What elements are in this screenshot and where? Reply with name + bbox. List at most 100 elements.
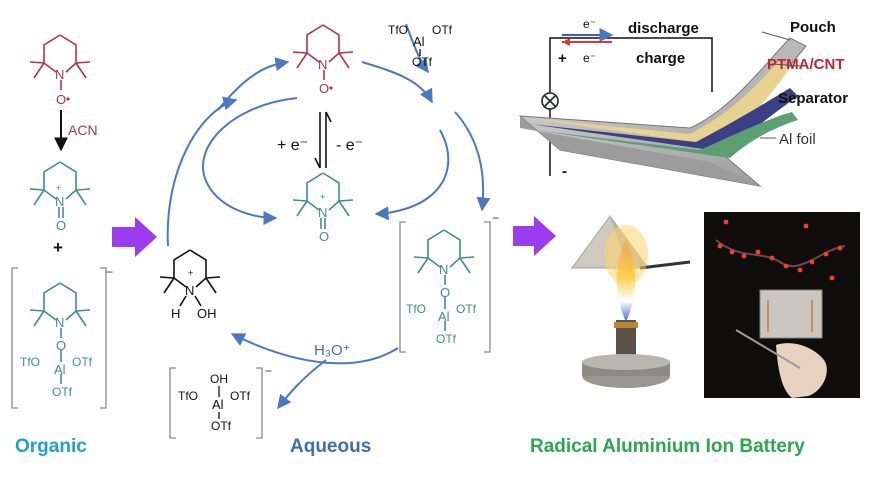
cycle-arrow (374, 129, 450, 221)
radical-dot (66, 97, 70, 101)
al-foil-label: Al foil (779, 131, 816, 148)
cycle-arrow (202, 97, 298, 225)
circuit-wire (549, 37, 713, 92)
n-atom: N (439, 262, 448, 277)
otf-ligand: OTf (456, 302, 477, 316)
battery-schematic: e⁻ e⁻ discharge charge + - Pouch PTMA/CN… (518, 17, 848, 187)
cycle-arrow (230, 333, 399, 365)
flame-test-photo (566, 212, 702, 398)
burner-tube (616, 320, 636, 360)
cycle-arrow (217, 57, 290, 111)
complex-charge: − (265, 364, 272, 378)
tfo-ligand: TfO (178, 389, 198, 403)
acn-label: ACN (68, 122, 98, 138)
al-atom: Al (212, 397, 224, 412)
leader-line (771, 63, 801, 67)
al-complex-aqueous: N O Al TfO OTf OTf − (399, 211, 499, 353)
aqueous-title: Aqueous (290, 436, 371, 457)
charge-arrowhead (562, 38, 570, 46)
al-atom: Al (413, 34, 425, 49)
plus-terminal: + (558, 50, 567, 67)
n-atom: N (185, 283, 194, 298)
burner-ring (614, 322, 638, 328)
organic-title: Organic (15, 436, 87, 457)
n-atom: N (55, 194, 64, 209)
leader-line (781, 96, 799, 99)
cation-charge: + (188, 268, 193, 278)
complex-charge: − (492, 211, 499, 225)
h-atom: H (171, 306, 180, 321)
led-demo-photo (704, 212, 860, 398)
tfo-ligand: TfO (406, 302, 426, 316)
o-atom: O (56, 218, 66, 233)
complex-charge: − (106, 265, 113, 279)
leader-line (761, 31, 791, 41)
tempo-radical-organic (29, 34, 91, 90)
purple-arrow-icon (513, 216, 556, 256)
hydroxylammonium (159, 249, 221, 307)
lamp-x-icon (543, 94, 557, 108)
oxidation-label: - e⁻ (336, 137, 363, 154)
n-atom: N (318, 57, 327, 72)
tfo-ligand: TfO (388, 23, 408, 37)
minus-terminal: - (562, 163, 567, 180)
ptma-layer (525, 62, 790, 146)
otf-ligand: OTf (432, 23, 453, 37)
tongs (639, 260, 691, 270)
cycle-arrow (166, 96, 238, 247)
flame (616, 238, 636, 322)
o-atom: O (440, 285, 450, 300)
battery-title: Radical Aluminium Ion Battery (530, 436, 805, 457)
al-hydroxy-complex: OH TfO Al OTf OTf − (169, 364, 272, 439)
aqueous-panel: N O + e⁻ - e⁻ + N O (159, 23, 499, 439)
electron-label: e⁻ (583, 51, 596, 65)
otf-ligand: OTf (72, 355, 93, 369)
cation-charge: + (320, 192, 325, 202)
o-atom: O (56, 338, 66, 353)
otf-ligand: OTf (52, 385, 73, 399)
al-triflate: TfO Al OTf OTf (388, 23, 453, 69)
oxoammonium-organic (29, 161, 91, 218)
burner-top (582, 354, 670, 370)
n-atom: N (55, 315, 64, 330)
o-atom: O (319, 81, 329, 96)
plus-sign: + (53, 238, 63, 257)
scissors (735, 329, 801, 369)
radical-dot (329, 86, 333, 90)
oh-group: OH (197, 306, 217, 321)
discharge-label: discharge (628, 20, 699, 37)
tfo-ligand: TfO (20, 355, 40, 369)
otf-ligand: OTf (436, 332, 457, 346)
organic-panel: N O ACN + N O + (11, 34, 113, 409)
al-foil-layer (534, 112, 798, 158)
cycle-arrow (277, 359, 327, 410)
pouch-label: Pouch (790, 19, 836, 36)
otf-ligand: OTf (412, 55, 433, 69)
n-atom: N (318, 205, 327, 220)
reduction-label: + e⁻ (277, 137, 308, 154)
acid-label: H₃O⁺ (314, 342, 351, 359)
al-complex-organic: N O Al TfO OTf OTf − (11, 265, 113, 409)
n-atom: N (55, 67, 64, 82)
al-atom: Al (54, 362, 66, 377)
electron-label: e⁻ (583, 17, 596, 31)
separator-layer (530, 88, 798, 152)
ptma-label: PTMA/CNT (767, 56, 845, 73)
oh-group: OH (210, 372, 228, 386)
o-atom: O (319, 229, 329, 244)
otf-ligand: OTf (211, 419, 232, 433)
oxoammonium-aqueous (292, 172, 354, 229)
hand (776, 343, 827, 398)
cycle-arrow (405, 23, 429, 74)
otf-ligand: OTf (230, 389, 251, 403)
charge-label: charge (636, 50, 685, 67)
equilibrium-arrows (314, 111, 332, 169)
cycle-arrow (361, 61, 433, 104)
purple-arrow-icon (112, 217, 157, 257)
cycle-arrow (454, 111, 491, 212)
pouch-base (520, 116, 760, 186)
led-lights (717, 219, 843, 281)
o-atom: O (56, 92, 66, 107)
tempo-radical-aqueous (292, 24, 354, 80)
al-atom: Al (438, 309, 450, 324)
